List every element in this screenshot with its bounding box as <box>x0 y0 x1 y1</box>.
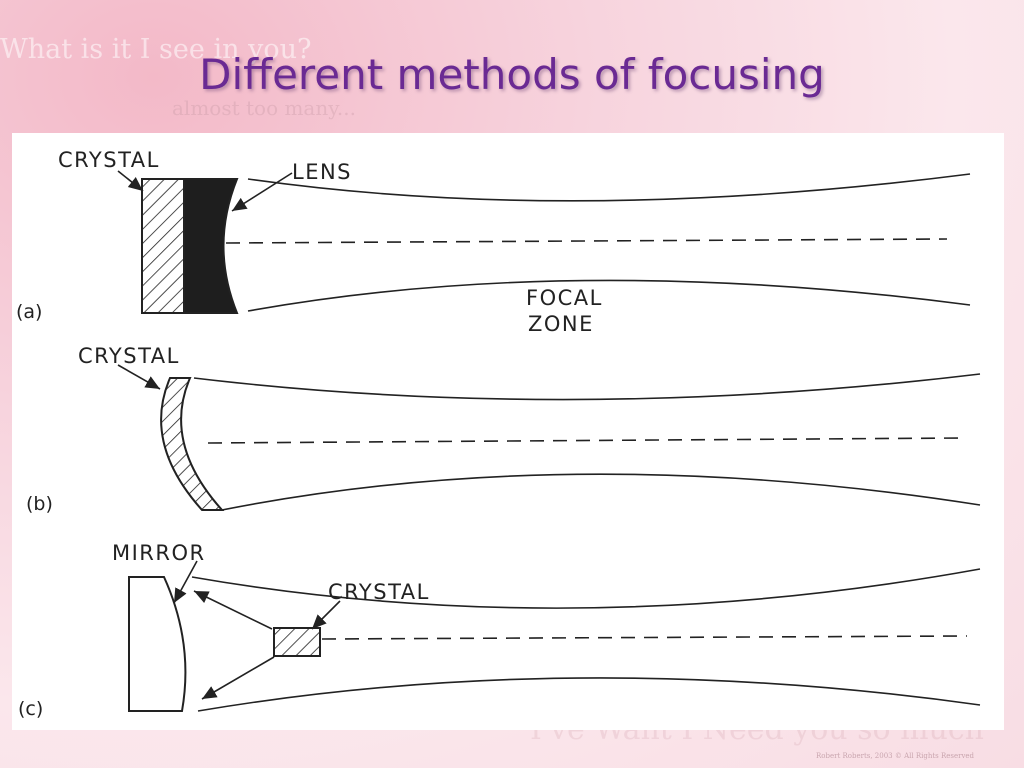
panel-a-lens-pointer <box>231 172 293 212</box>
panel-b-beam-lower <box>221 473 981 511</box>
panel-b-beam-upper <box>193 373 981 401</box>
panel-a-crystal <box>141 178 185 314</box>
panel-b-crystal-label: CRYSTAL <box>78 344 180 368</box>
panel-c-axis <box>321 635 968 640</box>
panel-a-lens <box>183 178 239 314</box>
panel-b-crystal <box>160 377 225 511</box>
background-script-line2: almost too many... <box>172 96 356 120</box>
panel-c-arrow-down <box>201 656 275 700</box>
panel-a-axis <box>225 238 948 244</box>
focusing-diagram: CRYSTAL LENS FOCAL ZONE (a) CRYSTAL (b) … <box>12 133 1004 730</box>
panel-c-arrow-up <box>193 590 273 630</box>
panel-b-sublabel: (b) <box>26 493 53 515</box>
background-bottom-small: Robert Roberts, 2003 © All Rights Reserv… <box>816 752 975 760</box>
panel-a-beam-upper <box>247 173 971 202</box>
panel-c-mirror-pointer <box>173 560 198 604</box>
panel-c-mirror <box>128 576 187 712</box>
panel-a-crystal-label: CRYSTAL <box>58 148 160 172</box>
panel-a-beam-lower <box>247 279 971 312</box>
panel-c-beam-upper <box>191 568 981 609</box>
panel-c-crystal <box>273 627 321 657</box>
panel-c-sublabel: (c) <box>18 698 43 720</box>
panel-a-crystal-pointer <box>117 170 144 192</box>
panel-b-crystal-pointer <box>117 364 161 390</box>
panel-b: CRYSTAL (b) <box>26 344 981 515</box>
panel-a-lens-label: LENS <box>292 160 352 184</box>
panel-c-crystal-label: CRYSTAL <box>328 580 430 604</box>
panel-c: MIRROR CRYSTAL (c) <box>18 541 981 720</box>
panel-c-beam-lower <box>197 677 981 712</box>
focal-zone-label-line2: ZONE <box>528 312 594 336</box>
panel-c-mirror-label: MIRROR <box>112 541 206 565</box>
focal-zone-label-line1: FOCAL <box>526 286 603 310</box>
panel-b-axis <box>207 437 963 444</box>
background-script-line1: What is it I see in you? <box>0 34 312 65</box>
panel-c-crystal-pointer <box>311 600 341 630</box>
panel-a: CRYSTAL LENS FOCAL ZONE (a) <box>16 148 971 336</box>
slide-title: Different methods of focusing <box>199 50 825 99</box>
panel-a-sublabel: (a) <box>16 301 42 323</box>
